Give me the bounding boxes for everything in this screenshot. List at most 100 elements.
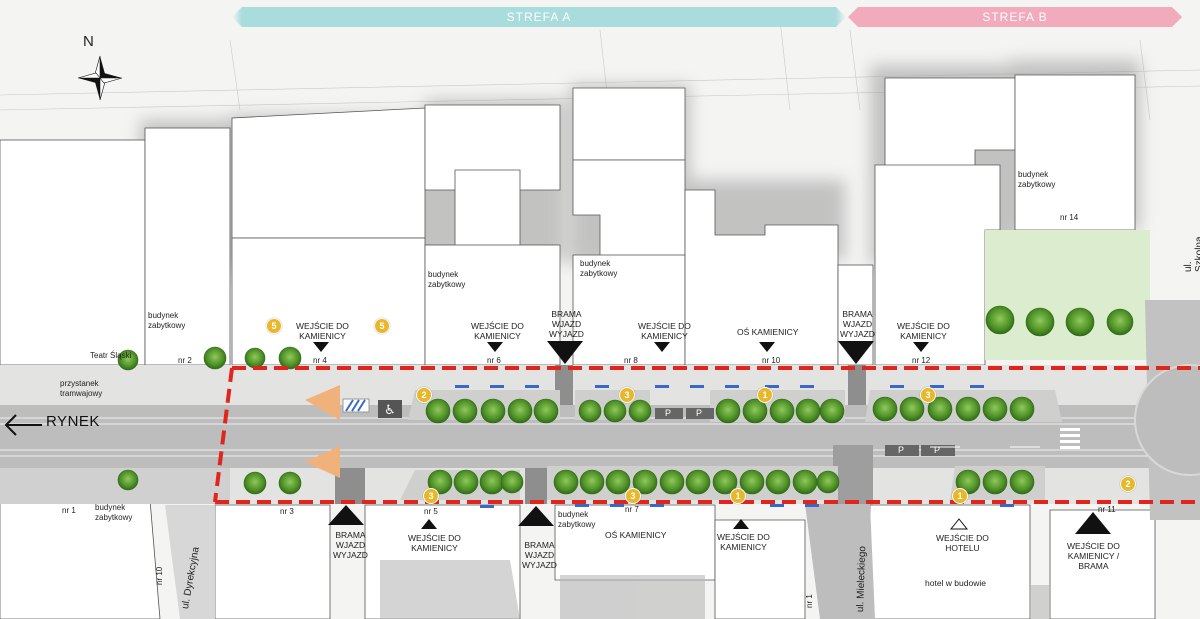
os-kamienicy-north: OŚ KAMIENICY (737, 327, 799, 337)
zone-badge: 1 (952, 488, 968, 504)
nr11-label: nr 11 (1098, 505, 1116, 514)
parking-p2: P (696, 408, 703, 418)
street-szkolna: ul. Szkolna (1183, 236, 1200, 272)
gate-line2: WJAZD (842, 319, 873, 329)
teatr-label: Teatr Śląski (90, 351, 132, 360)
gate-line3: WYJAZD (522, 560, 557, 570)
entrance11-line3: BRAMA (1078, 561, 1109, 571)
gate-line1: BRAMA (551, 309, 582, 319)
parking-slots (655, 408, 955, 456)
hotel-label: hotel w budowie (925, 578, 986, 588)
south-buildings (0, 499, 1156, 619)
south-shadows (380, 560, 1050, 619)
heritage-line2: zabytkowy (428, 280, 466, 289)
heritage-line1: budynek (148, 311, 179, 320)
mieleckiego-south (805, 504, 875, 619)
orange-marker-north (305, 385, 340, 420)
nr3-label: nr 3 (280, 507, 294, 516)
disabled-parking (378, 400, 402, 418)
zone-badge: 3 (423, 488, 439, 504)
gate-line3: WYJAZD (840, 329, 875, 339)
nr8-label: nr 8 (624, 356, 638, 365)
south-entrance-markers (328, 505, 1111, 534)
bike-stand (342, 398, 370, 413)
tram-stop-line2: tramwajowy (60, 389, 103, 398)
roundabout (1134, 364, 1200, 476)
gate-line2: WJAZD (551, 319, 582, 329)
entrance-line1: WEJŚCIE DO (638, 321, 691, 331)
zone-badge: 1 (757, 387, 773, 403)
entrance-line1: WEJŚCIE DO (897, 321, 950, 331)
nr6-label: nr 6 (487, 356, 501, 365)
entrance-line2: KAMIENICY (641, 331, 688, 341)
orange-marker-south (305, 446, 340, 478)
zone-badge: 5 (374, 318, 390, 334)
entrance11-line2: KAMIENICY / (1067, 551, 1120, 561)
tram-platform (0, 468, 230, 504)
zone-badge: 1 (730, 488, 746, 504)
heritage-line2: zabytkowy (580, 269, 618, 278)
nr1b-label: nr 1 (805, 594, 814, 608)
heritage-line2: zabytkowy (558, 520, 596, 529)
nr5-label: nr 5 (424, 507, 438, 516)
rynek-label: RYNEK (46, 413, 100, 430)
os-kamienicy-south: OŚ KAMIENICY (605, 530, 667, 540)
gate-line1: BRAMA (524, 540, 555, 550)
zone-badge: 5 (266, 318, 282, 334)
gate-line2: WJAZD (524, 550, 555, 560)
hotel-entrance-line1: WEJŚCIE DO (936, 533, 989, 543)
entrance-line1: WEJŚCIE DO (296, 321, 349, 331)
north-buildings (0, 74, 1136, 366)
zone-badge: 3 (619, 387, 635, 403)
entrance-line2: KAMIENICY (299, 331, 346, 341)
heritage-line1: budynek (558, 510, 589, 519)
gate-line1: BRAMA (842, 309, 873, 319)
heritage-line1: budynek (428, 270, 459, 279)
entrance11-line1: WEJŚCIE DO (1067, 541, 1120, 551)
zone-b-banner: STREFA B (848, 7, 1182, 27)
zone-badge: 2 (1120, 476, 1136, 492)
zone-a-banner: STREFA A (232, 7, 846, 27)
rynek-arrow (4, 414, 42, 436)
entrance-line1: WEJŚCIE DO (408, 533, 461, 543)
north-entrance-markers (313, 341, 929, 364)
green-plot (985, 230, 1150, 360)
trees (117, 305, 1134, 495)
heritage-line2: zabytkowy (1018, 180, 1056, 189)
parking-p3: P (898, 445, 905, 455)
gate-north-2 (848, 365, 866, 405)
zone-boundary (213, 366, 1200, 504)
crosswalk (1060, 428, 1080, 449)
heritage-line1: budynek (580, 259, 611, 268)
zone-badge: 3 (920, 387, 936, 403)
nr7-label: nr 7 (625, 505, 639, 514)
parking-p4: P (934, 445, 941, 455)
entrance-line2: KAMIENICY (900, 331, 947, 341)
street-mieleckiego: ul. Mieleckiego (855, 545, 869, 613)
compass-north-label: N (83, 33, 94, 50)
tram-stop-line1: przystanek (60, 379, 99, 388)
nr1-label: nr 1 (62, 506, 76, 515)
zone-badge: 2 (416, 387, 432, 403)
entrance-line2: KAMIENICY (720, 542, 767, 552)
mieleckiego-street (833, 445, 873, 505)
wheelchair-icon: ♿ (384, 403, 396, 418)
benches (455, 385, 1014, 508)
nr12-label: nr 12 (912, 356, 931, 365)
